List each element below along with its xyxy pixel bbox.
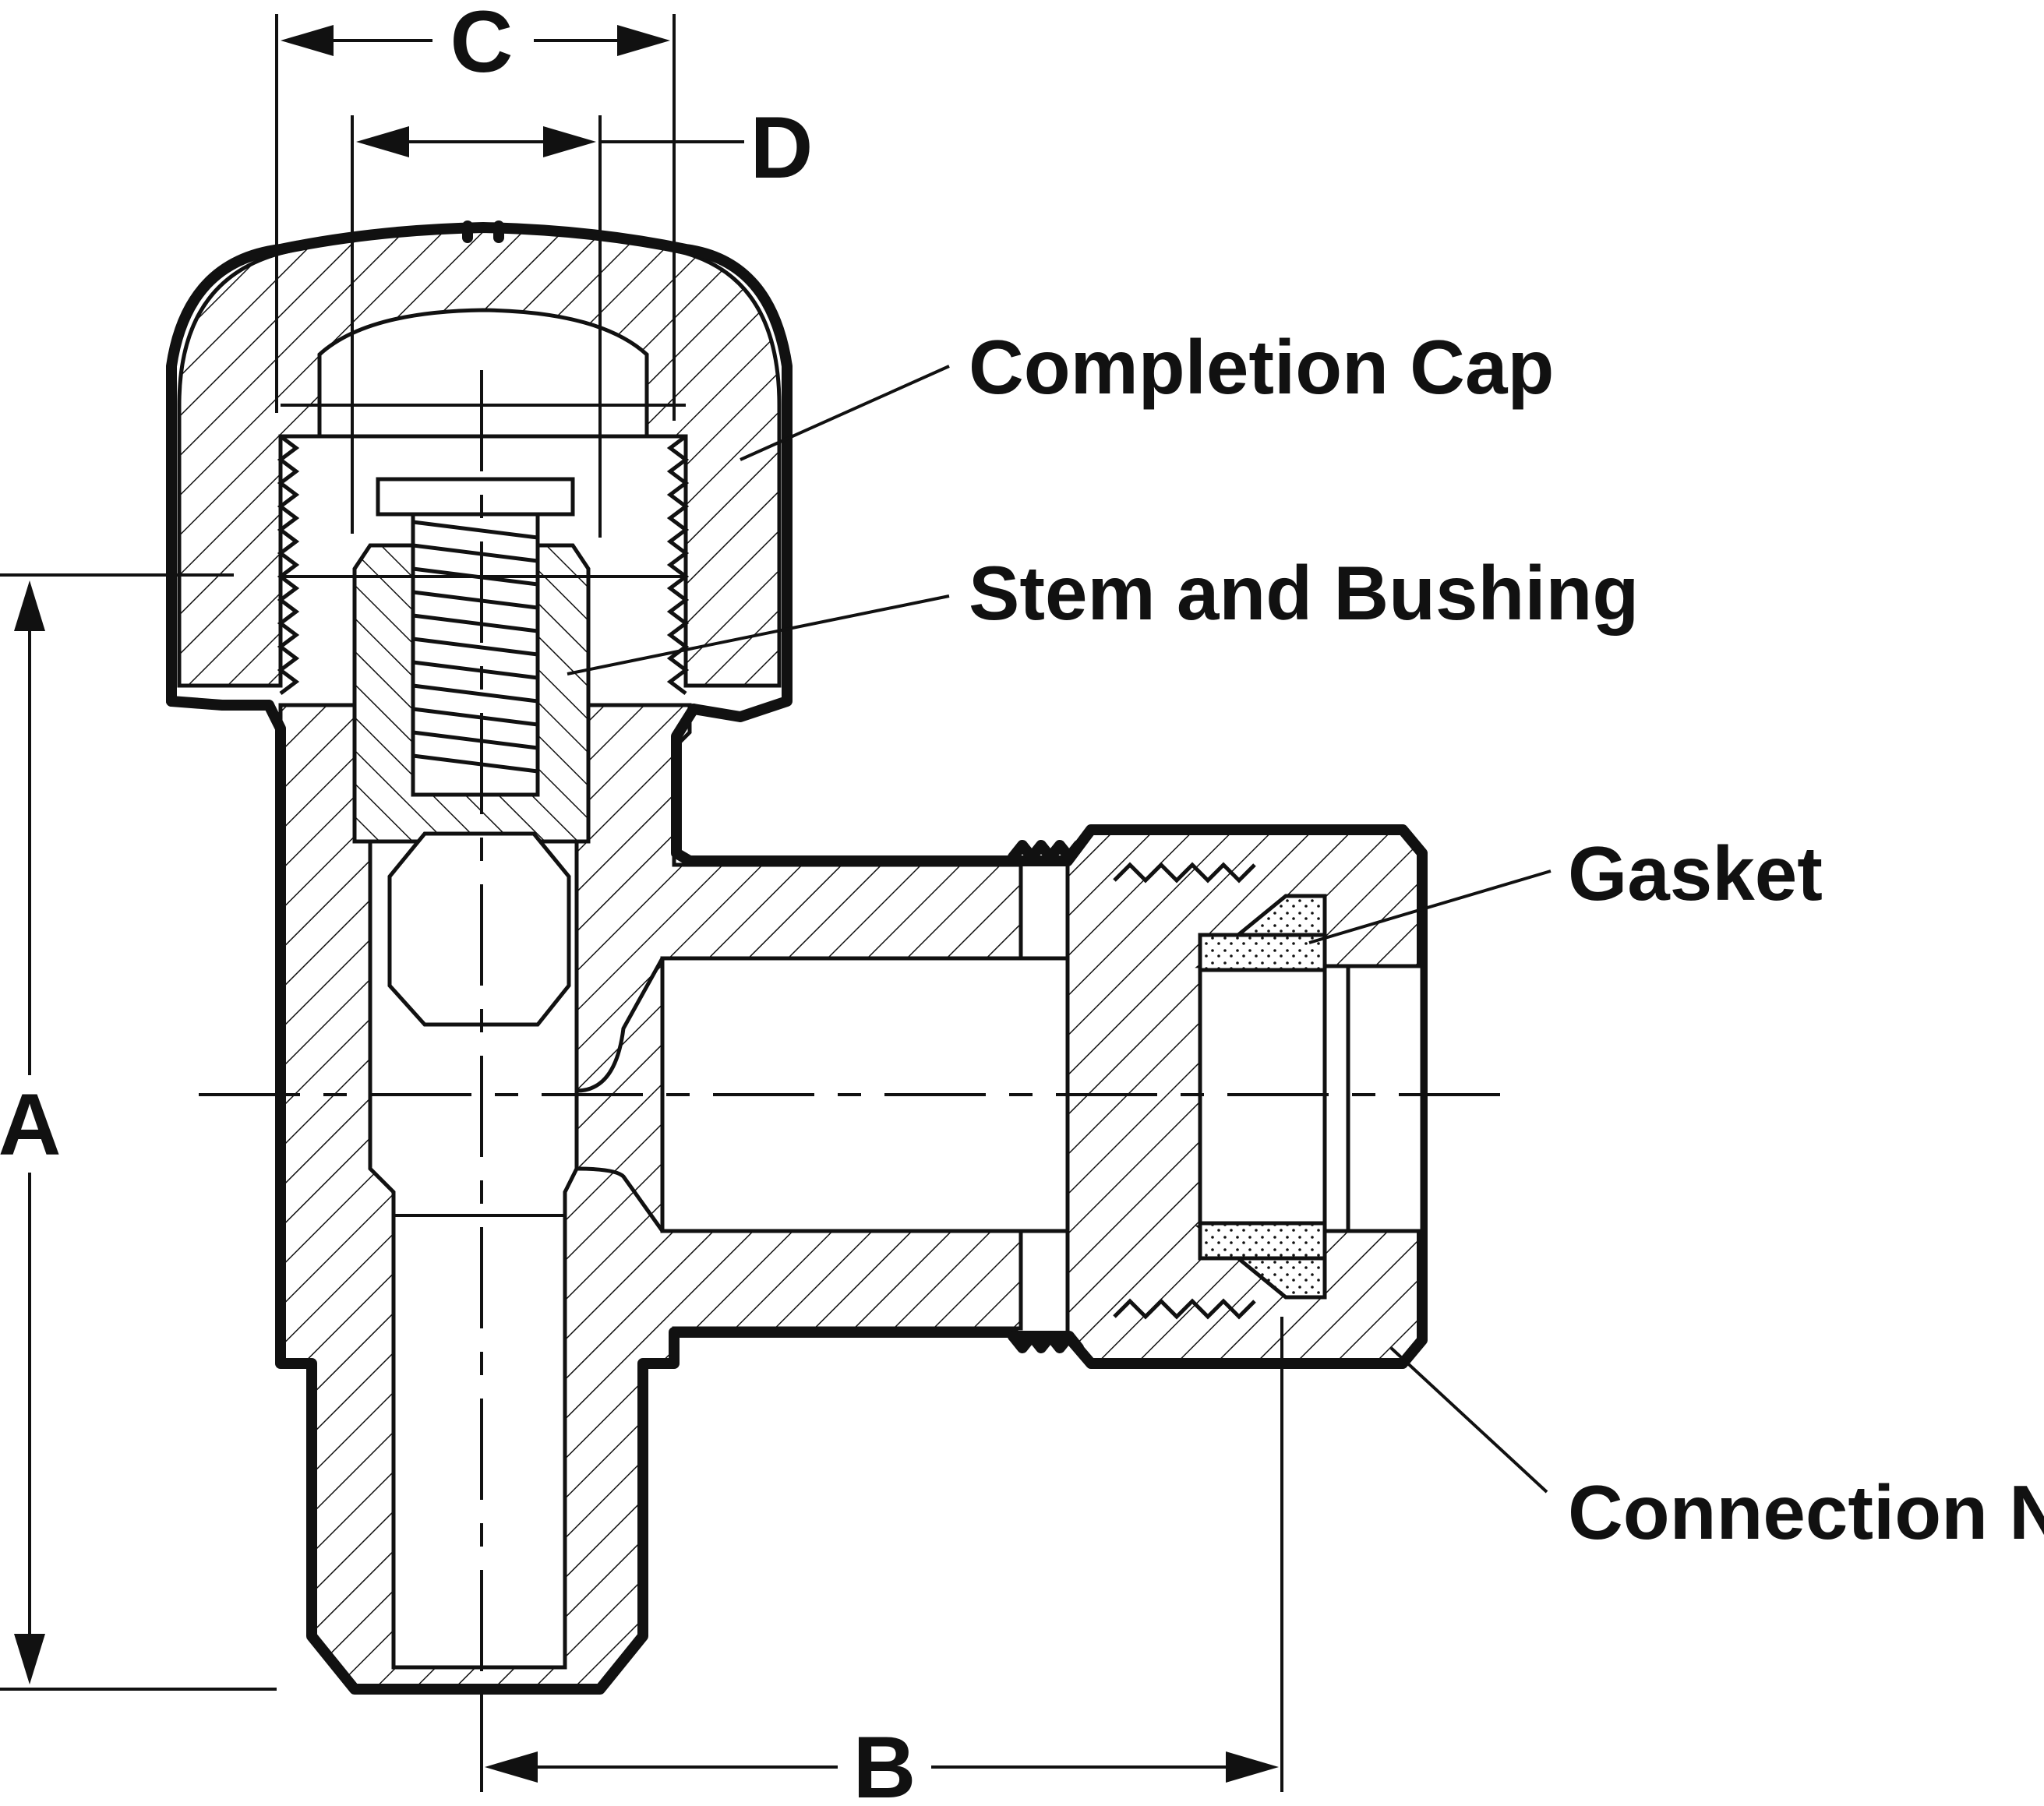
callout-stem-and-bushing: Stem and Bushing: [969, 550, 1639, 636]
center-lines: [199, 370, 1500, 1792]
dimension-label-b: B: [853, 1719, 916, 1806]
dimension-label-d: D: [750, 99, 814, 196]
callout-completion-cap: Completion Cap: [969, 324, 1554, 410]
callout-connection-nut: Connection Nut: [1568, 1469, 2044, 1555]
dimension-a: A: [0, 573, 277, 1691]
gasket: [1195, 894, 1327, 1300]
dimension-b: B: [480, 1317, 1283, 1806]
dimension-label-a: A: [0, 1076, 61, 1173]
dimension-c: C: [275, 0, 676, 421]
nut-threads: [1008, 840, 1256, 1353]
dimension-label-c: C: [450, 0, 514, 90]
dimension-d: D: [351, 99, 814, 538]
stem-and-bushing: [352, 477, 591, 1027]
connection-nut: [1008, 824, 1428, 1369]
callout-gasket: Gasket: [1568, 831, 1823, 916]
leader-lines: [567, 365, 1552, 1494]
